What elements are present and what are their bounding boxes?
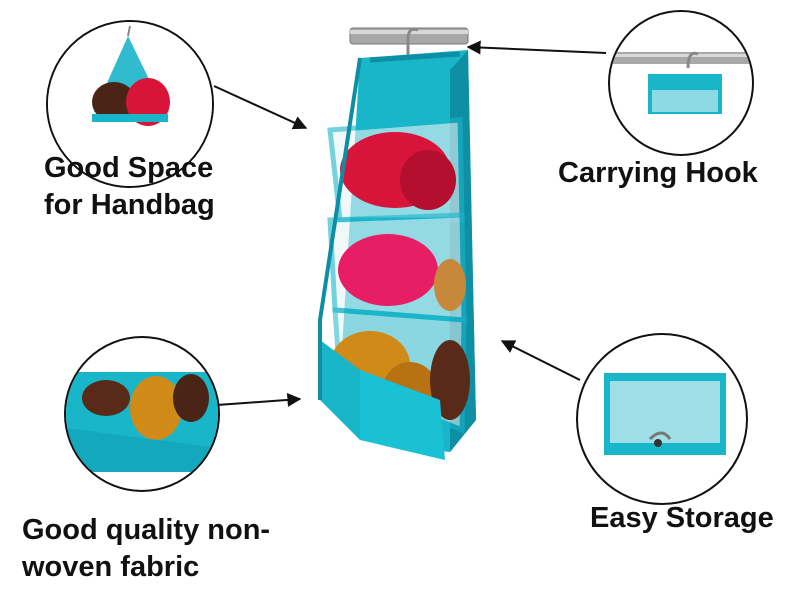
storage-detail-circle (576, 333, 748, 505)
metal-hook (406, 27, 419, 60)
label-good-space: Good Space for Handbag (44, 150, 215, 224)
label-carrying-hook: Carrying Hook (558, 157, 758, 189)
label-good-space-line2: for Handbag (44, 189, 215, 221)
hook-detail-circle (608, 10, 754, 156)
label-fabric-line2: woven fabric (22, 551, 200, 583)
label-good-space-line1: Good Space (44, 152, 214, 184)
pink-handbag (338, 234, 438, 306)
fabric-detail-circle (64, 336, 220, 492)
label-easy-storage: Easy Storage (590, 502, 774, 534)
label-fabric: Good quality non- woven fabric (22, 512, 270, 586)
arrow-fabric (216, 392, 302, 407)
handbag-detail-circle (46, 20, 214, 188)
arrow-hook (466, 40, 607, 55)
organizer-product-image (300, 20, 500, 460)
arrow-storage (500, 340, 581, 381)
label-fabric-line1: Good quality non- (22, 514, 271, 546)
arrow-handbag (213, 85, 308, 130)
